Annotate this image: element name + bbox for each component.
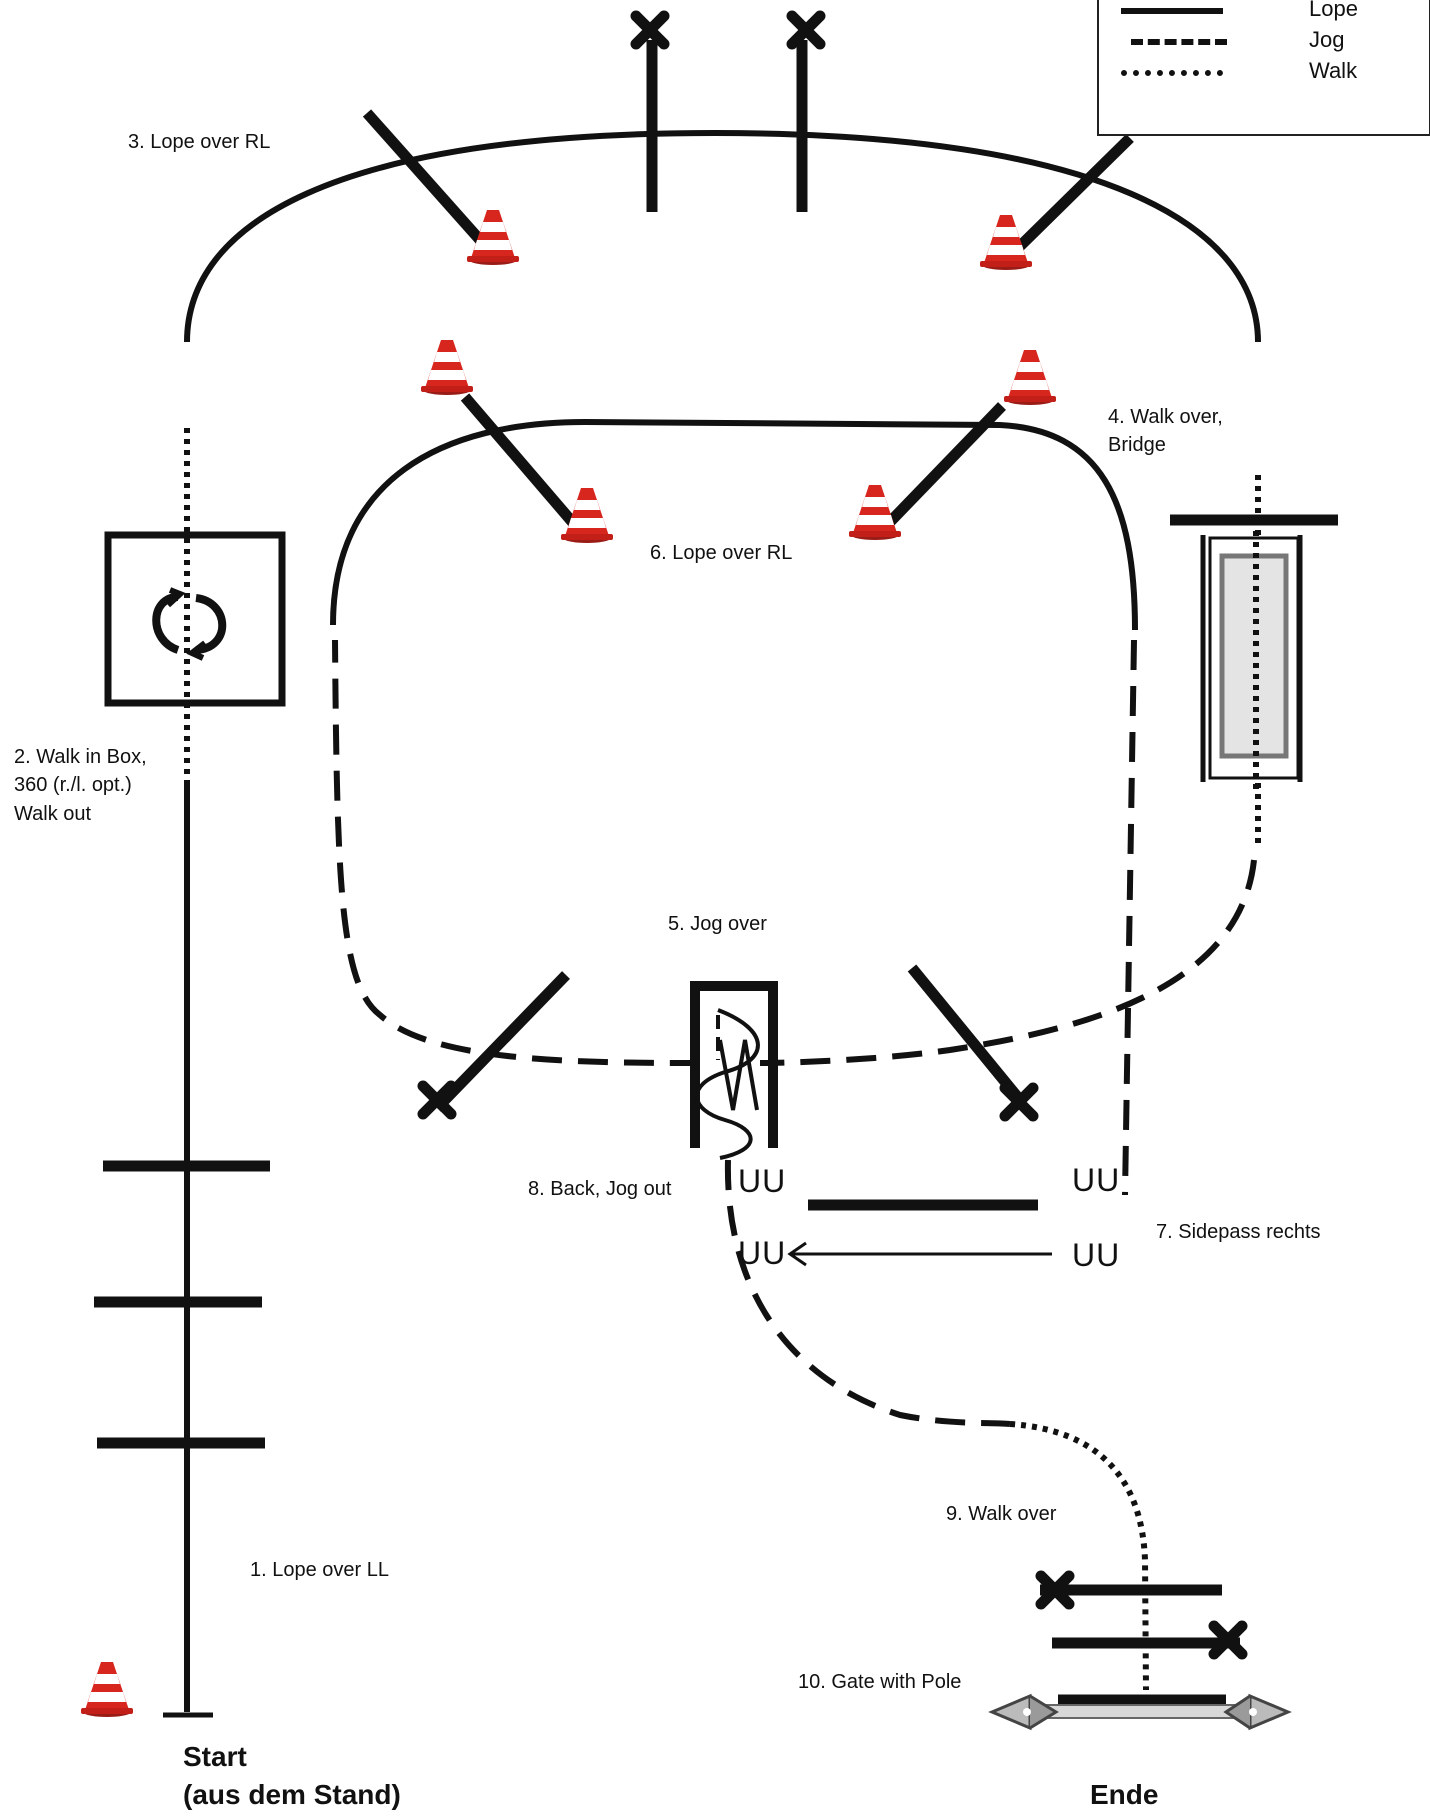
obstacle-label-9: 9. Walk over [946, 1503, 1057, 1525]
x-mark-icon [636, 16, 664, 44]
sidepass-mark-bottom-right: UU [1072, 1237, 1121, 1273]
route-jog-out [724, 1159, 1011, 1427]
jog-pole-left [433, 971, 570, 1112]
traffic-cone-icon [1004, 350, 1056, 405]
traffic-cone-icon [421, 340, 473, 395]
bridge [1200, 535, 1303, 782]
route-jog-left [332, 639, 701, 1066]
gate [988, 1693, 1292, 1731]
sidepass-mark-top-left: UU [738, 1163, 787, 1199]
obstacle-label-2-line1: 2. Walk in Box, [14, 746, 147, 768]
obstacle-label-3: 3. Lope over RL [128, 131, 271, 153]
obstacle-label-4-line2: Bridge [1108, 434, 1166, 456]
start-sublabel: (aus dem Stand) [183, 1779, 401, 1810]
legend-row-jog: Jog [1099, 25, 1429, 55]
sidepass-mark-bottom-left: UU [738, 1235, 787, 1271]
legend-label: Jog [1309, 27, 1345, 52]
sidepass-mark-top-right: UU [1072, 1162, 1121, 1198]
walk-box [104, 531, 286, 707]
obstacle-label-7: 7. Sidepass rechts [1156, 1221, 1321, 1243]
obstacle-label-6: 6. Lope over RL [650, 542, 793, 564]
rl-pole-top-left [362, 109, 485, 244]
rl-pole-inner-right [884, 402, 1006, 528]
x-mark-icon [792, 16, 820, 44]
legend-row-lope: Lope [1099, 0, 1429, 24]
legend: Lope Jog Walk [1097, 0, 1430, 136]
legend-swatch-dotted [1121, 70, 1223, 76]
start-label: Start [183, 1741, 247, 1772]
obstacle-label-5: 5. Jog over [668, 913, 767, 935]
legend-swatch-dashed [1131, 39, 1227, 45]
traffic-cone-icon [81, 1662, 133, 1717]
route-jog-bottom [759, 859, 1257, 1066]
obstacle-label-10: 10. Gate with Pole [798, 1671, 962, 1693]
route-lope-inner-arc [330, 418, 1138, 631]
back-through-chute [690, 981, 778, 1160]
route-walk-end [1009, 1421, 1149, 1691]
legend-label: Lope [1309, 0, 1358, 21]
obstacle-label-8: 8. Back, Jog out [528, 1178, 672, 1200]
jog-pole-right [907, 964, 1025, 1104]
obstacle-label-2-line2: 360 (r./l. opt.) [14, 774, 132, 796]
obstacle-label-4-line1: 4. Walk over, [1108, 406, 1223, 428]
rl-pole-top-right [1006, 134, 1134, 260]
lope-over-logs-ll [94, 1160, 270, 1449]
obstacle-label-1: 1. Lope over LL [250, 1559, 389, 1581]
rotate-arrows-icon [152, 587, 227, 661]
route-jog-right [1122, 639, 1137, 1196]
legend-row-walk: Walk [1099, 56, 1429, 86]
rl-pole-inner-left [460, 393, 579, 528]
obstacle-label-2-line3: Walk out [14, 803, 92, 825]
end-label: Ende [1090, 1779, 1159, 1810]
gate-hinge-icon [1023, 1708, 1031, 1716]
legend-swatch-solid [1121, 8, 1223, 14]
gate-hinge-icon [1249, 1708, 1257, 1716]
legend-label: Walk [1309, 58, 1358, 83]
route-lope-top-arc [184, 129, 1261, 343]
sidepass-arrow [787, 1241, 1052, 1267]
